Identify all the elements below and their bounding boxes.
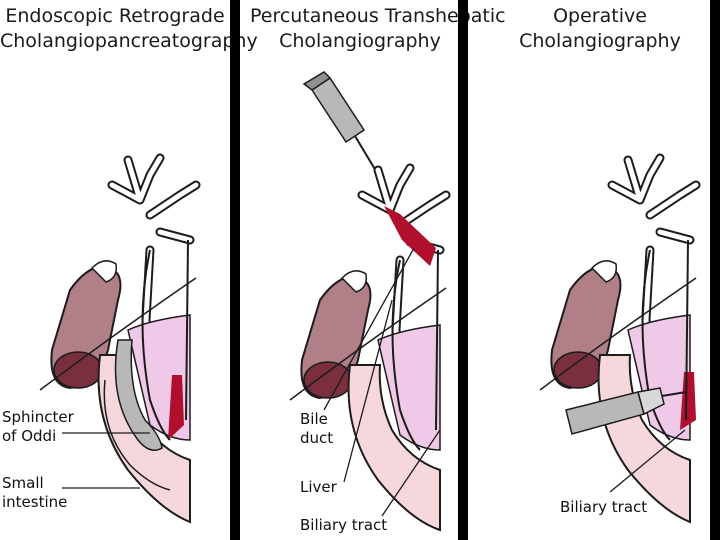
panel-divider <box>710 0 720 540</box>
title-line-2: Cholangiography <box>519 30 681 52</box>
panel-divider <box>230 0 240 540</box>
panel-divider <box>458 0 468 540</box>
panel-ptc: Percutaneous Transhepatic Cholangiograph… <box>240 0 506 540</box>
label-biliary-tract: Biliary tract <box>560 498 648 516</box>
title-line-1: Operative <box>553 5 647 27</box>
label-bile-duct: Bile duct <box>300 410 334 447</box>
title-line-1: Percutaneous Transhepatic <box>250 5 506 27</box>
endoscope <box>114 339 163 451</box>
label-small-intestine: Small intestine <box>2 474 68 511</box>
small-intestine <box>347 364 441 532</box>
label-liver: Liver <box>300 478 337 496</box>
ercp-illustration <box>39 153 201 524</box>
panel-title: Percutaneous Transhepatic Cholangiograph… <box>250 4 506 54</box>
label-biliary-tract: Biliary tract <box>300 516 388 534</box>
ptc-illustration <box>289 71 451 532</box>
title-line-2: Cholangiography <box>279 30 441 52</box>
title-line-1: Endoscopic Retrograde <box>5 5 225 27</box>
syringe <box>310 76 366 144</box>
contrast-dye <box>384 206 436 266</box>
panel-operative: Operative Cholangiography Biliary tract <box>480 0 720 540</box>
panel-ercp: Endoscopic Retrograde Cholangiopancreato… <box>0 0 258 540</box>
contrast-dye <box>168 375 184 440</box>
panel-title: Operative Cholangiography <box>500 4 700 54</box>
contrast-dye <box>680 372 696 430</box>
title-line-2: Cholangiopancreatography <box>0 30 258 52</box>
operative-illustration <box>539 153 701 524</box>
label-sphincter-of-oddi: Sphincter of Oddi <box>2 408 74 445</box>
panel-title: Endoscopic Retrograde Cholangiopancreato… <box>0 4 258 54</box>
